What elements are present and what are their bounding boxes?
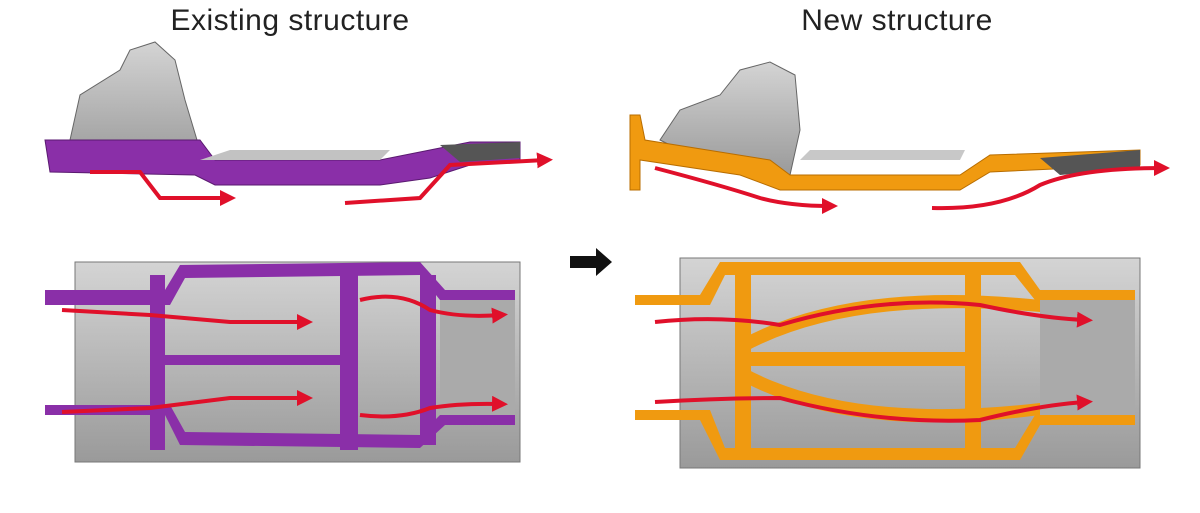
load-path-arrow	[654, 300, 1093, 328]
load-path-arrow	[61, 390, 313, 414]
existing-side-view	[44, 41, 553, 206]
load-path-arrow	[90, 170, 236, 206]
load-path-arrow	[654, 166, 838, 214]
load-path-arrow	[359, 294, 508, 324]
load-path-arrow	[61, 308, 313, 330]
load-path-arrow	[931, 160, 1170, 211]
load-path-arrow	[344, 152, 553, 205]
new-structure-title: New structure	[801, 4, 993, 37]
new-side-view	[629, 61, 1170, 214]
load-path-arrow	[359, 395, 508, 419]
load-path-arrow	[654, 394, 1093, 423]
transition-arrow-icon	[570, 248, 612, 276]
new-bottom-view	[635, 257, 1141, 469]
existing-bottom-view	[45, 261, 521, 463]
existing-structure-title: Existing structure	[170, 4, 410, 37]
